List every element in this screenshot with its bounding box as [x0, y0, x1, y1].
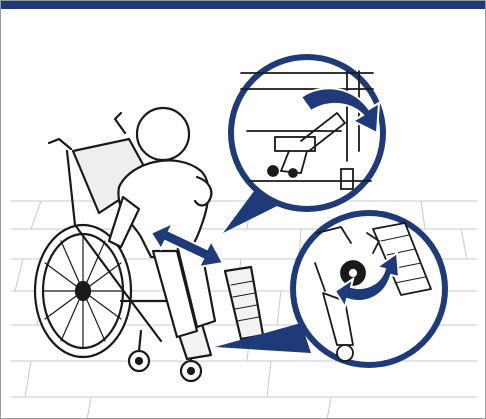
- detail-callout-top: [223, 57, 383, 233]
